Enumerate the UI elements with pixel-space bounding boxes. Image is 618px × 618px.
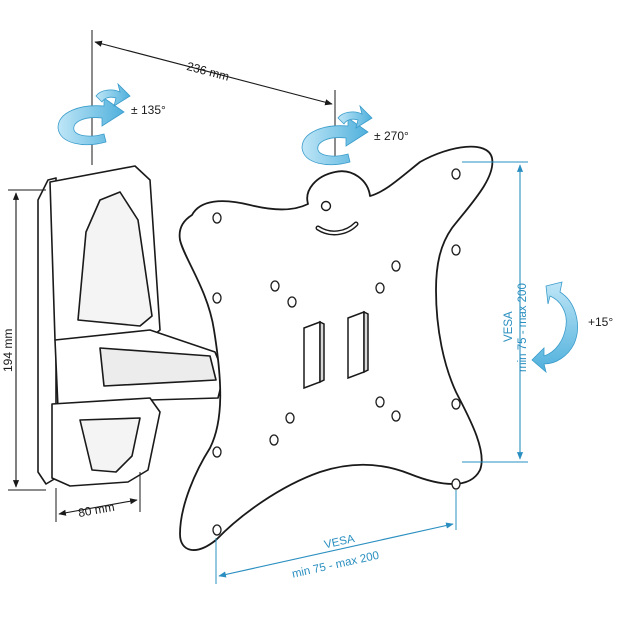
arm-link xyxy=(99,347,217,387)
plate-outline xyxy=(178,145,494,551)
vesa-vertical-range: min 75 - max 200 xyxy=(517,283,529,372)
tilt-label: +15° xyxy=(588,315,613,329)
center-slots xyxy=(303,310,369,390)
wall-swivel-label: 135° xyxy=(141,103,166,117)
tilt-rotation: +15° xyxy=(531,281,613,374)
wall-bracket xyxy=(37,165,225,487)
handle-eye-left xyxy=(320,200,332,212)
mounting-holes xyxy=(212,168,461,536)
lower-window xyxy=(79,417,141,473)
width-dimension: 80 mm xyxy=(55,472,141,522)
arm-length-dimension: 236 mm xyxy=(91,30,336,165)
height-label: 194 mm xyxy=(1,329,15,372)
wall-swivel-rotation: ± 135° xyxy=(57,82,166,145)
vesa-vertical-dimension: VESA min 75 - max 200 xyxy=(462,161,529,463)
tilt-arrow-icon xyxy=(531,281,578,374)
arm-length-label: 236 mm xyxy=(185,59,230,84)
vesa-horizontal-range: min 75 - max 200 xyxy=(291,550,380,581)
vesa-plate xyxy=(178,145,494,551)
width-label: 80 mm xyxy=(77,500,116,520)
upper-window xyxy=(77,191,153,327)
plate-swivel-pm: ± xyxy=(374,129,381,143)
height-dimension: 194 mm xyxy=(1,189,46,491)
wall-swivel-pm: ± xyxy=(131,103,138,117)
plate-swivel-rotation: ± 270° xyxy=(301,104,409,165)
rotate-arrow-icon xyxy=(301,104,373,165)
plate-swivel-label: 270° xyxy=(384,129,409,143)
vesa-vertical-title: VESA xyxy=(503,311,515,342)
rotate-arrow-icon xyxy=(57,82,131,145)
